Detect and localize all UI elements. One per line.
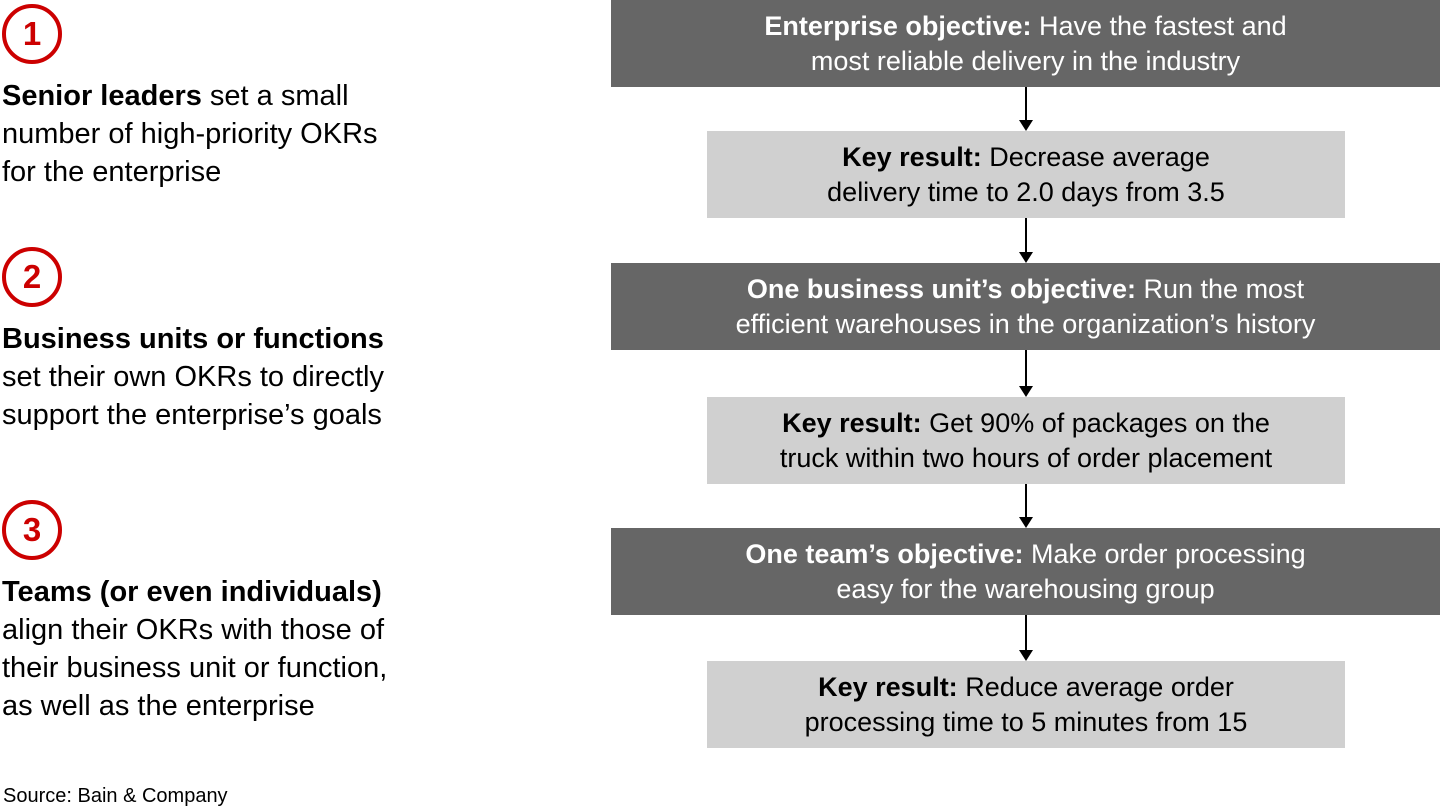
flow-box-team-objective-text: One team’s objective: Make order process… bbox=[745, 537, 1305, 607]
flow-box-enterprise-objective-text: Enterprise objective: Have the fastest a… bbox=[764, 9, 1286, 79]
step-3-number-badge: 3 bbox=[2, 500, 62, 560]
flow-box-1-line-2: most reliable delivery in the industry bbox=[810, 45, 1241, 76]
source-attribution: Source: Bain & Company bbox=[3, 785, 228, 807]
step-2-line-3: support the enterprise’s goals bbox=[2, 399, 382, 431]
flow-box-key-result-3: Key result: Reduce average order processi… bbox=[707, 661, 1345, 748]
flow-box-key-result-2-text: Key result: Get 90% of packages on the tr… bbox=[780, 406, 1272, 476]
step-2-line-2: set their own OKRs to directly bbox=[2, 361, 384, 393]
step-3-line-4: as well as the enterprise bbox=[2, 690, 315, 722]
flow-box-key-result-1: Key result: Decrease average delivery tim… bbox=[707, 131, 1345, 218]
down-arrow-connector-2 bbox=[1019, 218, 1033, 263]
step-3-line-3: their business unit or function, bbox=[2, 652, 388, 684]
step-1-lead-rest: set a small bbox=[201, 80, 349, 112]
step-1-number-badge: 1 bbox=[2, 4, 62, 64]
flow-box-6-label-bold: Key result: bbox=[818, 671, 958, 702]
flow-box-key-result-1-text: Key result: Decrease average delivery tim… bbox=[827, 140, 1225, 210]
step-2-text: Business units or functions set their own… bbox=[2, 320, 384, 434]
step-1-lead-bold: Senior leaders bbox=[2, 80, 202, 112]
flow-box-3-line-1: Run the most bbox=[1136, 273, 1305, 304]
flow-box-2-line-2: delivery time to 2.0 days from 3.5 bbox=[827, 176, 1225, 207]
step-3-text: Teams (or even individuals) align their O… bbox=[2, 573, 387, 725]
step-2-number: 2 bbox=[22, 258, 42, 295]
arrow-head-icon bbox=[1019, 386, 1033, 397]
arrow-head-icon bbox=[1019, 252, 1033, 263]
arrow-shaft bbox=[1025, 484, 1027, 519]
down-arrow-connector-4 bbox=[1019, 484, 1033, 528]
down-arrow-connector-5 bbox=[1019, 615, 1033, 661]
arrow-head-icon bbox=[1019, 650, 1033, 661]
step-2-lead-bold: Business units or functions bbox=[2, 323, 384, 355]
arrow-shaft bbox=[1025, 218, 1027, 254]
flow-box-6-line-2: processing time to 5 minutes from 15 bbox=[804, 706, 1248, 737]
step-1-text: Senior leaders set a small number of high… bbox=[2, 77, 378, 191]
arrow-head-icon bbox=[1019, 517, 1033, 528]
arrow-shaft bbox=[1025, 87, 1027, 122]
flow-box-key-result-3-text: Key result: Reduce average order processi… bbox=[805, 670, 1248, 740]
step-2-number-badge: 2 bbox=[2, 247, 62, 307]
flow-box-2-label-bold: Key result: bbox=[842, 141, 982, 172]
flow-box-4-line-2: truck within two hours of order placemen… bbox=[779, 442, 1273, 473]
step-3-line-2: align their OKRs with those of bbox=[2, 614, 385, 646]
flow-box-3-line-2: efficient warehouses in the organization… bbox=[735, 308, 1316, 339]
step-1-line-2: number of high-priority OKRs bbox=[2, 118, 378, 150]
flow-box-key-result-2: Key result: Get 90% of packages on the tr… bbox=[707, 397, 1345, 484]
flow-box-5-line-1: Make order processing bbox=[1023, 538, 1306, 569]
flow-box-5-line-2: easy for the warehousing group bbox=[836, 573, 1215, 604]
flow-box-team-objective: One team’s objective: Make order process… bbox=[611, 528, 1440, 615]
down-arrow-connector-3 bbox=[1019, 350, 1033, 397]
flow-box-enterprise-objective: Enterprise objective: Have the fastest a… bbox=[611, 0, 1440, 87]
down-arrow-connector-1 bbox=[1019, 87, 1033, 131]
step-3-lead-bold: Teams (or even individuals) bbox=[2, 576, 382, 608]
arrow-shaft bbox=[1025, 350, 1027, 388]
step-1-line-3: for the enterprise bbox=[2, 156, 222, 188]
arrow-shaft bbox=[1025, 615, 1027, 652]
flow-box-5-label-bold: One team’s objective: bbox=[745, 538, 1024, 569]
flow-box-1-label-bold: Enterprise objective: bbox=[764, 10, 1032, 41]
flow-box-1-line-1: Have the fastest and bbox=[1031, 10, 1287, 41]
flow-box-3-label-bold: One business unit’s objective: bbox=[746, 273, 1136, 304]
flow-box-6-line-1: Reduce average order bbox=[957, 671, 1234, 702]
flow-box-4-line-1: Get 90% of packages on the bbox=[921, 407, 1270, 438]
step-1-number: 1 bbox=[22, 15, 42, 52]
flow-box-4-label-bold: Key result: bbox=[782, 407, 922, 438]
flow-box-2-line-1: Decrease average bbox=[981, 141, 1210, 172]
flow-box-business-unit-objective: One business unit’s objective: Run the m… bbox=[611, 263, 1440, 350]
step-3-number: 3 bbox=[22, 511, 42, 548]
flow-box-business-unit-objective-text: One business unit’s objective: Run the m… bbox=[736, 272, 1316, 342]
arrow-head-icon bbox=[1019, 120, 1033, 131]
